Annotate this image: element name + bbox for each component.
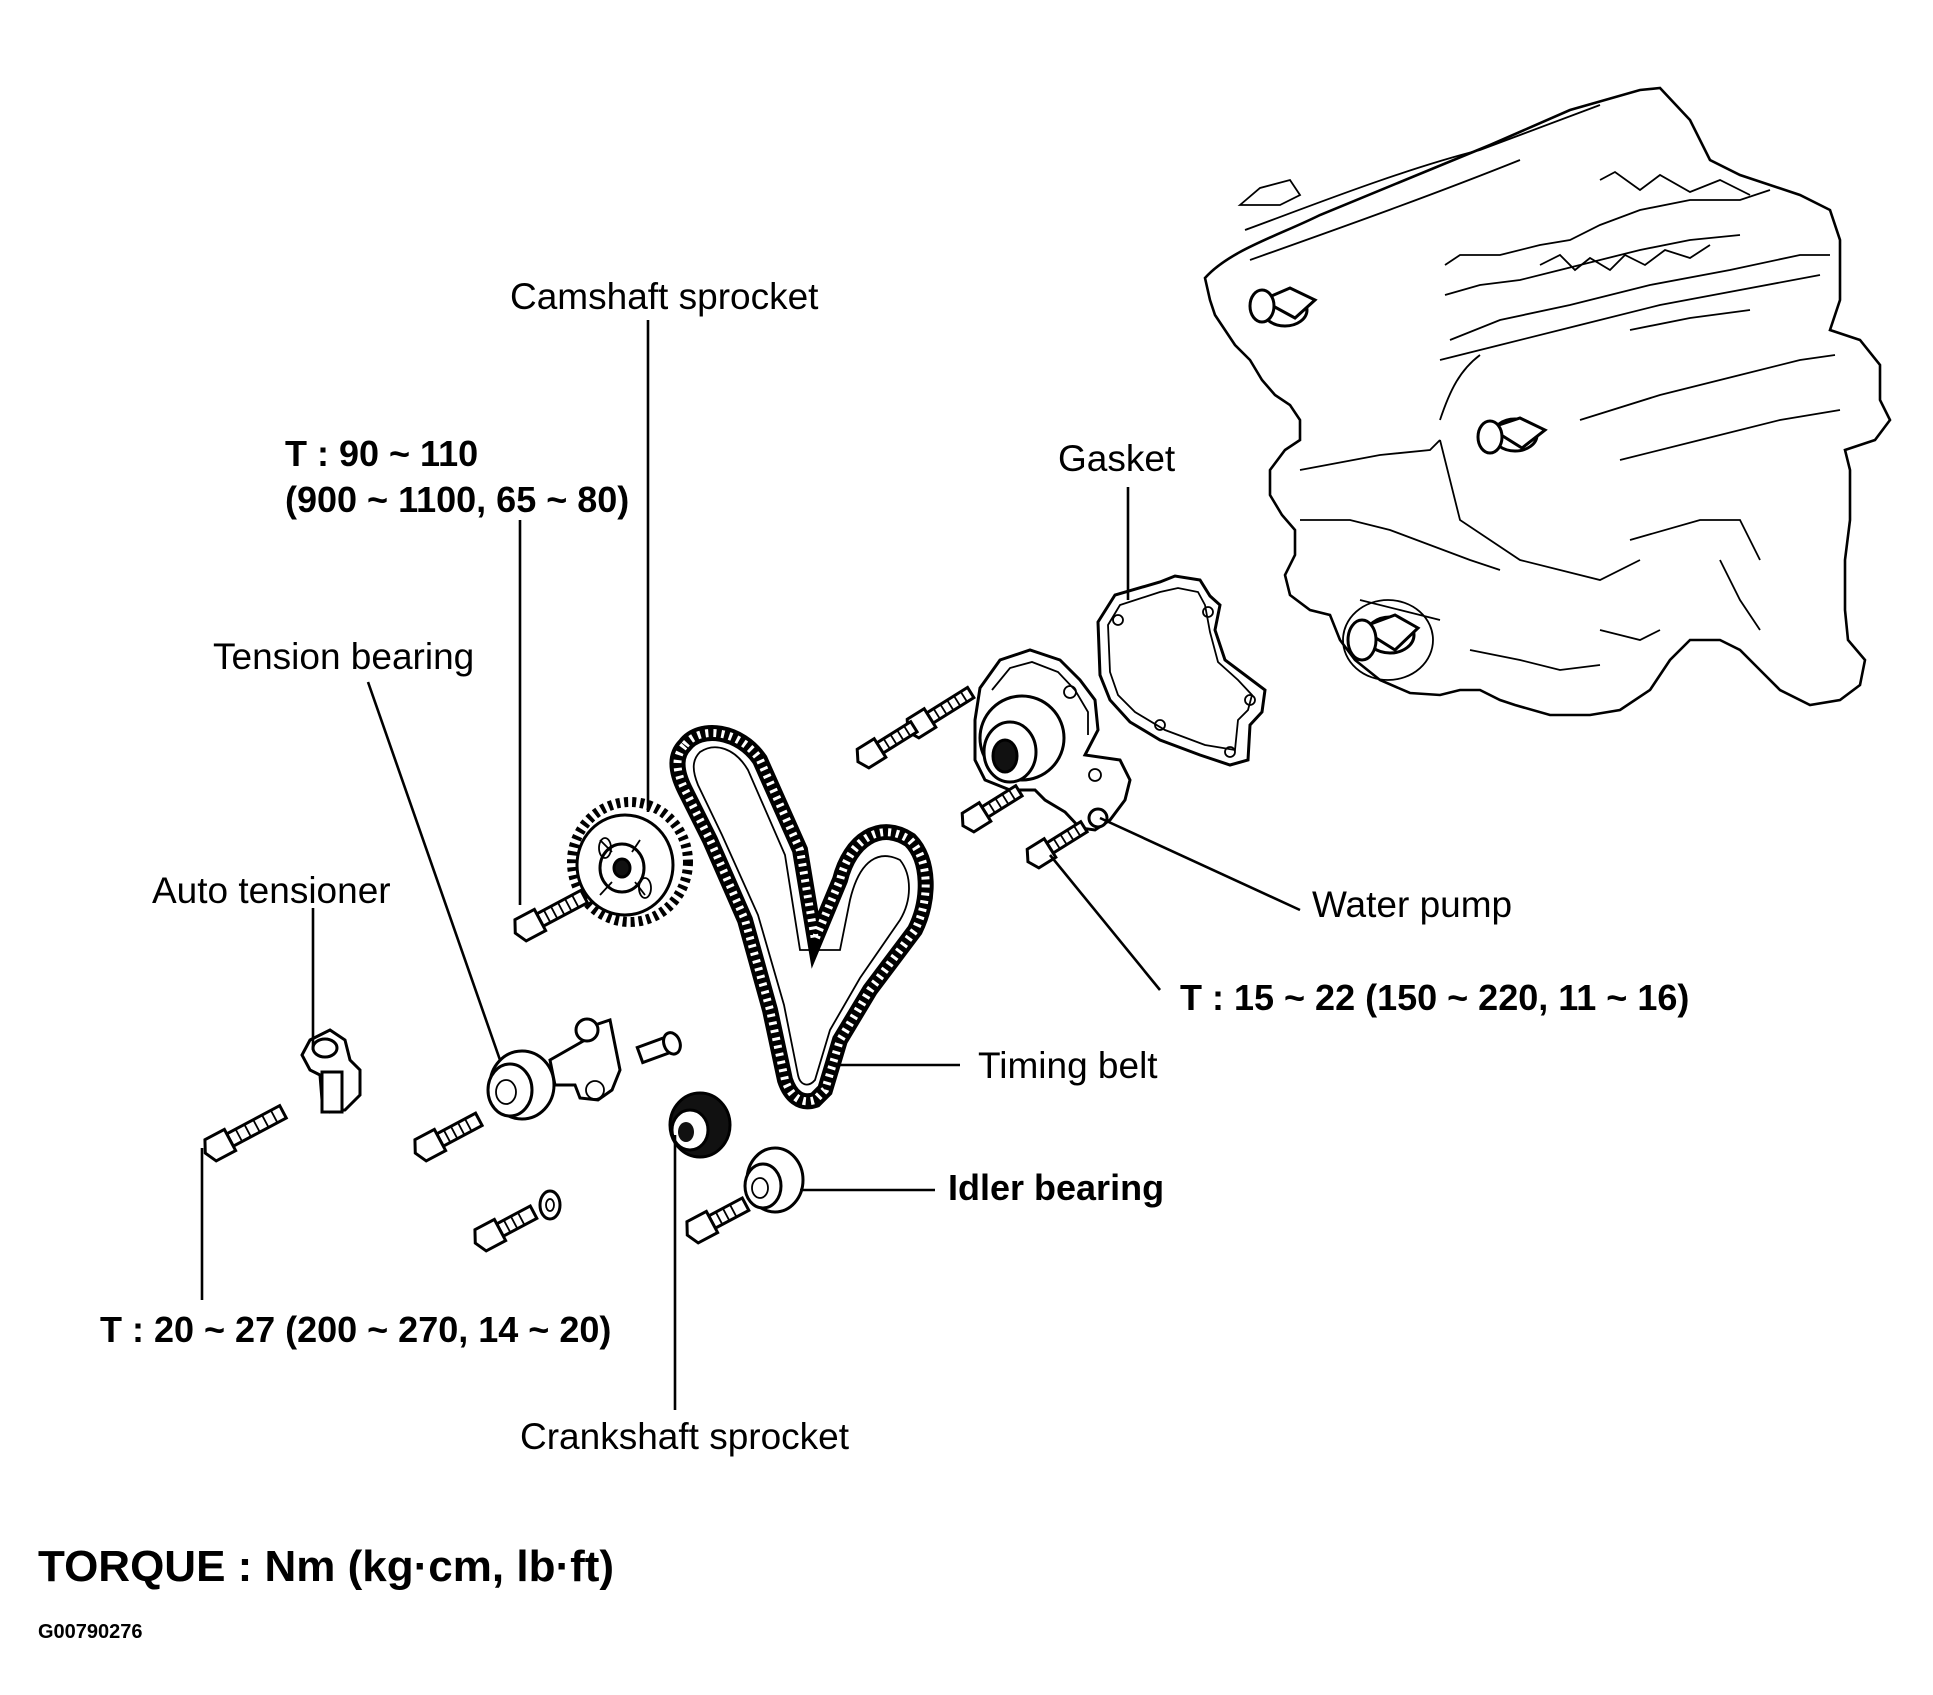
camshaft-sprocket-label: Camshaft sprocket [510,276,819,317]
idler-bearing-label: Idler bearing [948,1167,1165,1208]
tension-bearing-pin [635,1031,682,1065]
camshaft-bolt [513,888,590,943]
idler-bolt [685,1195,751,1245]
washer [538,1189,562,1221]
auto-tensioner-bolt [203,1103,289,1163]
engine-block [1203,86,1892,717]
water-pump-part [973,648,1132,832]
idler-bearing-part [743,1146,805,1214]
gasket-part [1096,574,1267,767]
timing-belt-label: Timing belt [978,1045,1158,1086]
water-pump-label: Water pump [1312,884,1513,925]
figure-code: G00790276 [38,1621,143,1643]
auto-tensioner-part [300,1028,362,1114]
gasket-label: Gasket [1058,438,1176,479]
tension-bearing-bolt [413,1111,485,1163]
leader-lines [200,320,1301,1410]
torque-units-note: TORQUE : Nm (kg·cm, lb·ft) [38,1542,615,1591]
tension-bearing-part [486,1017,622,1121]
camshaft-sprocket-part [567,797,693,927]
tension-bearing-label: Tension bearing [213,636,475,677]
water-pump-torque-label: T : 15 ~ 22 (150 ~ 220, 11 ~ 16) [1180,977,1690,1018]
auto-tensioner-label: Auto tensioner [152,870,391,911]
camshaft-torque-line1: T : 90 ~ 110 [285,433,479,474]
crankshaft-sprocket-part [668,1091,732,1159]
lower-bolt [473,1203,539,1253]
water-pump-bolts [855,685,1090,870]
camshaft-torque-line2: (900 ~ 1100, 65 ~ 80) [285,479,630,520]
bolt-torque-label: T : 20 ~ 27 (200 ~ 270, 14 ~ 20) [100,1309,612,1350]
timing-belt-part [669,725,934,1110]
crankshaft-sprocket-label: Crankshaft sprocket [520,1416,850,1457]
